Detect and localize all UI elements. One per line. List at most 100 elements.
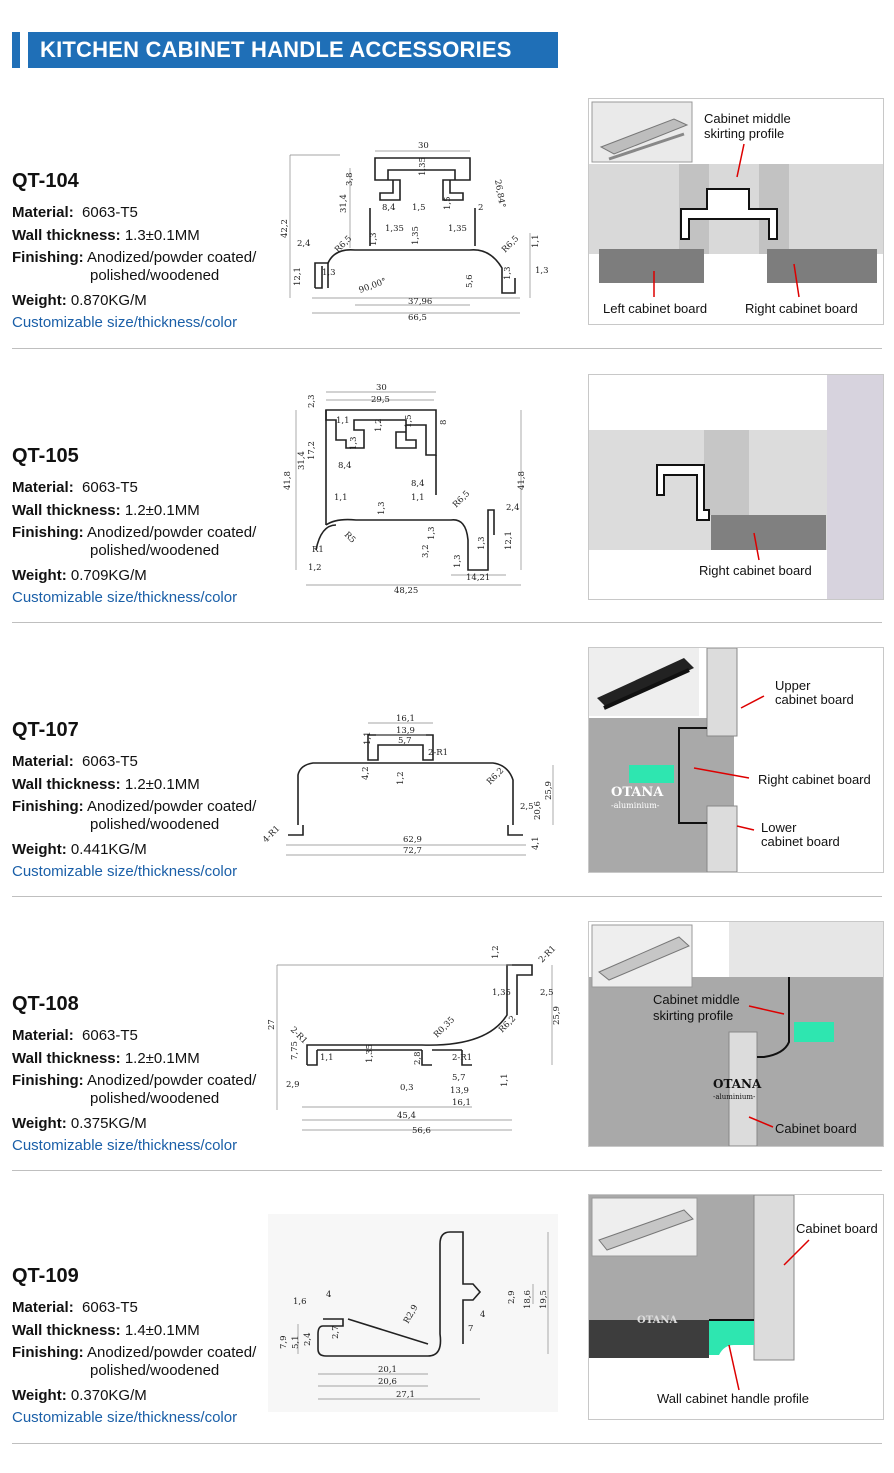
weight-row: Weight: 0.441KG/M: [12, 841, 147, 858]
profile-outline: [314, 157, 516, 294]
customizable-note: Customizable size/thickness/color: [12, 589, 238, 606]
dim-label: 2,4: [506, 503, 520, 513]
photo-label: Cabinet middle: [653, 992, 740, 1007]
dim-label: 4: [480, 1310, 485, 1320]
dim-label: 14,21: [466, 573, 490, 583]
dim-label: 62,9: [403, 835, 422, 845]
installation-photo-qt107: OTANA -aluminium- Upper cabinet board Ri…: [588, 647, 884, 873]
technical-drawing-qt107: 16,1 13,9 5,7 2-R1 1,1 4,2 1,2 R6,2 25,9…: [261, 714, 554, 856]
dim-label: 18,6: [523, 1290, 533, 1309]
dim-label: 2,7: [331, 1325, 341, 1339]
section-divider: [12, 348, 882, 349]
customizable-note: Customizable size/thickness/color: [12, 314, 238, 331]
finishing-row: Finishing: Anodized/powder coated/polish…: [12, 524, 257, 559]
customizable-note: Customizable size/thickness/color: [12, 863, 238, 880]
weight-row: Weight: 0.870KG/M: [12, 292, 147, 309]
dim-label: 2,3: [307, 394, 317, 408]
dim-label: 1,35: [448, 224, 467, 234]
dim-label: 5,7: [452, 1073, 466, 1083]
customizable-note: Customizable size/thickness/color: [12, 1409, 238, 1426]
material-row: Material: 6063-T5: [12, 479, 138, 496]
dim-label: R6,5: [500, 234, 521, 255]
dim-label: 20,1: [378, 1365, 397, 1375]
photo-label: Cabinet board: [775, 1121, 857, 1136]
dim-label: 1,5: [412, 203, 426, 213]
installation-photo-qt109: OTANA Cabinet board Wall cabinet handle …: [588, 1194, 884, 1420]
dim-label: 41,8: [283, 471, 293, 490]
installation-photo-qt108: OTANA -aluminium- Cabinet middle skirtin…: [588, 921, 884, 1147]
photo-label: cabinet board: [775, 692, 854, 707]
dim-label: 2,5: [520, 802, 534, 812]
dim-label: 7: [468, 1324, 473, 1334]
weight-row: Weight: 0.375KG/M: [12, 1115, 147, 1132]
dim-label: 1,3: [377, 501, 387, 515]
dim-label: 0,3: [400, 1083, 414, 1093]
technical-drawing-qt105: 30 29,5 2,3 1,1 1,2 1,5 8 17,2 31,4 1,3 …: [283, 383, 527, 596]
photo-label: Lower: [761, 820, 797, 835]
dim-label: 2-R1: [452, 1053, 472, 1063]
dim-label: 8: [439, 420, 449, 425]
material-row: Material: 6063-T5: [12, 1299, 138, 1316]
dim-label: 2,5: [540, 988, 554, 998]
product-info-qt109: QT-109 Material: 6063-T5 Wall thickness:…: [12, 1265, 274, 1429]
dim-label: 4,1: [531, 836, 541, 850]
dim-label: 72,7: [403, 846, 422, 856]
dim-label: 1,35: [418, 157, 428, 176]
dim-label: 5,1: [291, 1335, 301, 1349]
product-info-qt104: QT-104 Material: 6063-T5 Wall thickness:…: [12, 170, 274, 334]
dim-label: 1,1: [500, 1073, 510, 1087]
finishing-row: Finishing: Anodized/powder coated/polish…: [12, 1344, 257, 1379]
dim-label: 1,2: [396, 771, 406, 785]
dim-label: 29,5: [371, 395, 390, 405]
dim-label: 2,9: [507, 1290, 517, 1304]
dim-label: R6,2: [497, 1014, 518, 1035]
wall-thickness-row: Wall thickness: 1.4±0.1MM: [12, 1322, 200, 1339]
photo-label: Left cabinet board: [603, 301, 707, 316]
dim-label: 56,6: [412, 1126, 431, 1136]
brand-logo-subtext: -aluminium-: [713, 1093, 756, 1101]
dim-label: 1,1: [531, 234, 541, 248]
dim-label: R5: [342, 530, 357, 545]
dimension-lines: [286, 722, 554, 856]
dim-label: R6,5: [333, 234, 354, 255]
dim-label: 25,9: [544, 781, 554, 800]
installation-photo-qt105: Right cabinet board: [588, 374, 884, 600]
photo-label: Right cabinet board: [758, 772, 871, 787]
finishing-row: Finishing: Anodized/powder coated/polish…: [12, 249, 257, 284]
installation-photo-qt104: Cabinet middle skirting profile Left cab…: [588, 98, 884, 325]
wall-thickness-row: Wall thickness: 1.2±0.1MM: [12, 1050, 200, 1067]
dim-label: 1,1: [411, 493, 425, 503]
dim-label: R0,35: [432, 1015, 457, 1040]
dim-label: R6,2: [485, 766, 506, 787]
weight-row: Weight: 0.370KG/M: [12, 1387, 147, 1404]
section-divider: [12, 1170, 882, 1171]
dim-label: 31,4: [297, 451, 307, 470]
photo-label: Right cabinet board: [745, 301, 858, 316]
finishing-row: Finishing: Anodized/powder coated/polish…: [12, 1072, 257, 1107]
photo-label: Upper: [775, 678, 811, 693]
product-code: QT-107: [12, 719, 79, 741]
dim-label: 16,1: [452, 1098, 471, 1108]
product-code: QT-104: [12, 170, 79, 192]
dim-label: 5,7: [398, 736, 412, 746]
photo-label: skirting profile: [704, 126, 784, 141]
dim-label: 42,2: [280, 219, 290, 238]
dim-label: 41,8: [517, 471, 527, 490]
page-title: KITCHEN CABINET HANDLE ACCESSORIES: [28, 32, 558, 68]
profile-outline: [306, 964, 533, 1066]
dim-label: 1,35: [385, 224, 404, 234]
photo-label: skirting profile: [653, 1008, 733, 1023]
dim-label: 1,5: [443, 196, 453, 210]
technical-drawing-qt104: 30 3,8 1,35 26,84° 31,4 8,4 1,5 1,5 2 42…: [280, 141, 549, 323]
dim-label: 13,9: [450, 1086, 469, 1096]
dim-label: 2,8: [413, 1051, 423, 1065]
product-info-qt105: QT-105 Material: 6063-T5 Wall thickness:…: [12, 445, 274, 609]
dim-label: 12,1: [293, 267, 303, 286]
dim-label: 2,4: [303, 1332, 313, 1346]
dim-label: 1,1: [320, 1053, 334, 1063]
finishing-row: Finishing: Anodized/powder coated/polish…: [12, 798, 257, 833]
material-row: Material: 6063-T5: [12, 204, 138, 221]
dim-label: 1,3: [503, 266, 513, 280]
dimension-lines: [289, 150, 531, 314]
dim-label: 2-R1: [428, 748, 448, 758]
